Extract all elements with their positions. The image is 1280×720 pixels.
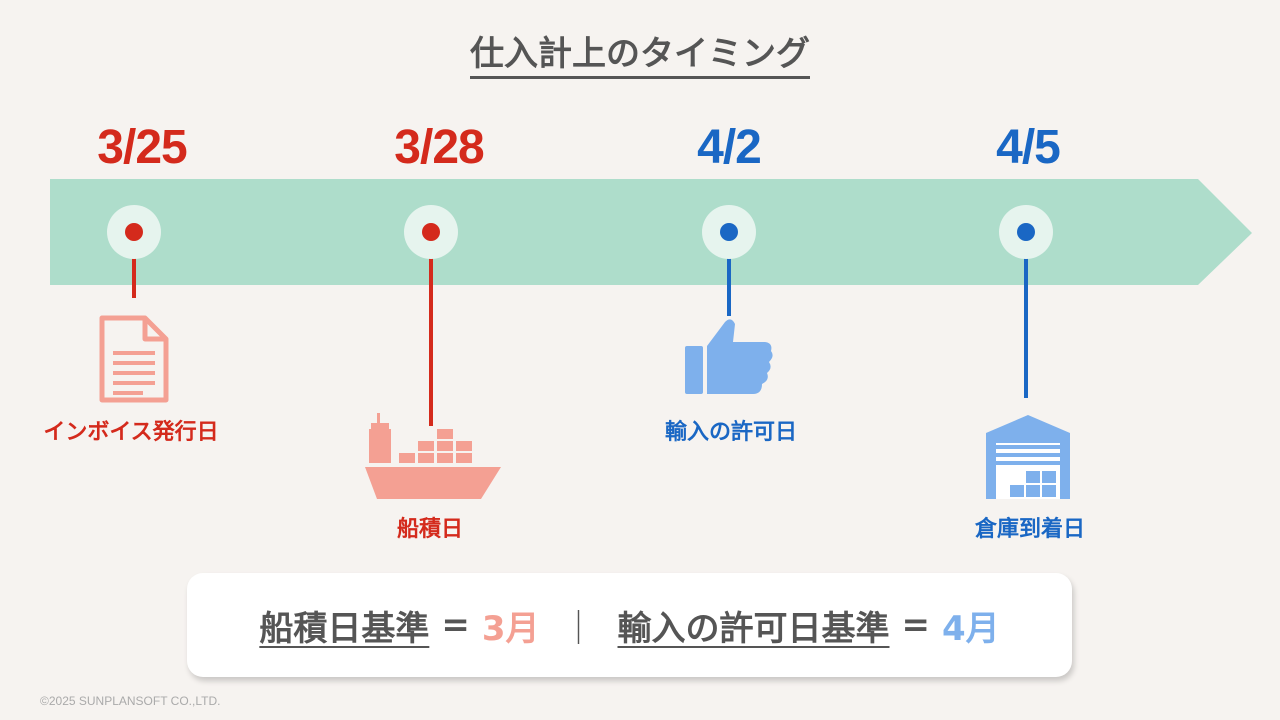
label-warehouse-arrival-date: 倉庫到着日 [974, 517, 1085, 542]
timeline-node-import-permit [702, 205, 756, 259]
date-import-permit: 4/2 [697, 121, 762, 174]
stem-warehouse-arrival [1024, 232, 1028, 398]
stem-shipping [429, 232, 433, 426]
page-title: 仕入計上のタイミング [0, 26, 1280, 79]
summary-import-permit-basis: 輸入の許可日基準 [617, 608, 890, 649]
node-dot [125, 223, 143, 241]
summary-shipping-month: 3月 [481, 608, 540, 649]
node-dot [422, 223, 440, 241]
summary-box: 船積日基準 = 3月 ｜ 輸入の許可日基準 = 4月 [187, 573, 1072, 677]
label-import-permit-date: 輸入の許可日 [664, 420, 797, 445]
thumbs-up-icon [685, 319, 773, 394]
summary-import-permit-month: 4月 [942, 608, 1000, 649]
copyright-text: ©2025 SUNPLANSOFT CO.,LTD. [40, 694, 221, 708]
summary-equals-right: = [901, 605, 931, 645]
date-warehouse-arrival: 4/5 [996, 121, 1061, 174]
date-shipping: 3/28 [394, 121, 484, 174]
timeline-node-shipping [404, 205, 458, 259]
node-dot [1017, 223, 1035, 241]
stem-import-permit [727, 232, 731, 316]
label-shipping-date: 船積日 [396, 517, 463, 542]
stem-invoice [132, 232, 136, 298]
warehouse-icon [986, 415, 1070, 499]
date-invoice: 3/25 [97, 121, 187, 174]
timeline-arrow-band [50, 179, 1252, 285]
summary-shipping-basis: 船積日基準 [259, 608, 430, 649]
timeline-node-invoice [107, 205, 161, 259]
invoice-document-icon [99, 315, 169, 403]
node-dot [720, 223, 738, 241]
cargo-ship-icon [365, 413, 501, 499]
summary-equals-left: = [441, 605, 470, 645]
label-invoice-date: インボイス発行日 [43, 420, 219, 445]
summary-separator: ｜ [561, 608, 596, 649]
timeline-node-warehouse-arrival [999, 205, 1053, 259]
